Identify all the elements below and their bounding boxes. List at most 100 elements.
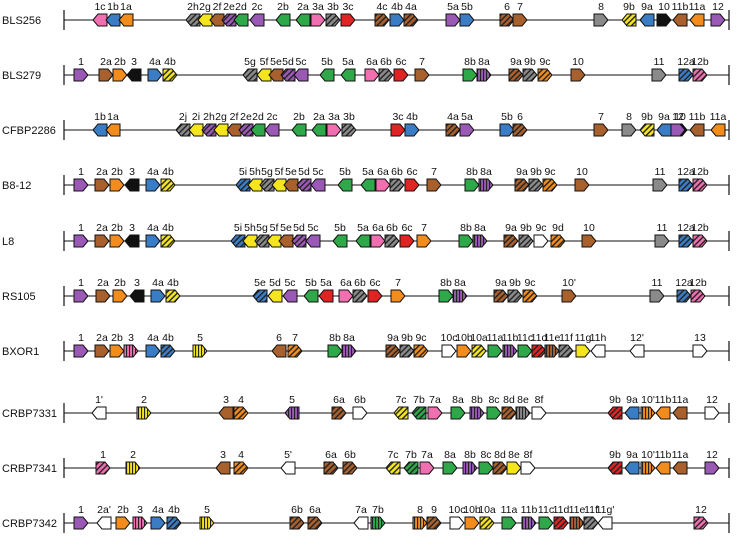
gene-label: 4b xyxy=(168,504,180,516)
gene-label: 8a xyxy=(444,449,456,461)
gene-label: 5a xyxy=(362,166,374,178)
gene-label: 10c xyxy=(449,504,466,516)
gene-label: 5d xyxy=(282,56,294,68)
strain-name: BLS279 xyxy=(2,70,41,82)
gene-arrow xyxy=(293,68,309,82)
gene-arrow xyxy=(147,68,163,82)
gene-arrow xyxy=(271,344,287,358)
gene-label: 5' xyxy=(284,449,292,461)
gene-label: 2 xyxy=(141,394,147,406)
gene-label: 11b xyxy=(655,449,672,461)
gene-arrow xyxy=(710,123,726,137)
gene-label: 3 xyxy=(137,504,143,516)
gene-arrow xyxy=(607,461,623,475)
gene-label: 9a xyxy=(387,332,399,344)
gene-arrow xyxy=(479,516,495,530)
gene-arrow xyxy=(464,516,480,530)
gene-arrow xyxy=(188,123,204,137)
gene-arrow xyxy=(375,178,391,192)
gene-arrow xyxy=(441,344,457,358)
gene-arrow xyxy=(384,234,400,248)
gene-label: 11 xyxy=(654,56,665,68)
gene-label: 6c xyxy=(406,166,417,178)
gene-label: 10' xyxy=(562,277,576,289)
gene-arrow xyxy=(426,516,442,530)
gene-label: 12a xyxy=(677,166,695,178)
gene-arrow xyxy=(162,68,178,82)
gene-arrow xyxy=(73,178,89,192)
gene-arrow xyxy=(92,123,108,137)
gene-arrow xyxy=(280,461,296,475)
gene-label: 4a xyxy=(447,111,459,123)
gene-arrow xyxy=(165,289,181,303)
gene-arrow xyxy=(389,178,405,192)
gene-label: 7c xyxy=(387,449,398,461)
gene-label: 11 xyxy=(652,277,663,289)
gene-label: 5b xyxy=(501,111,513,123)
gene-arrow xyxy=(704,406,720,420)
gene-label: 9b xyxy=(401,332,413,344)
gene-arrow xyxy=(639,123,655,137)
gene-arrow xyxy=(275,13,291,27)
gene-label: 11a xyxy=(710,111,727,123)
gene-label: 4b xyxy=(391,1,403,13)
gene-arrow xyxy=(215,461,231,475)
gene-label: 8e xyxy=(517,394,529,406)
gene-label: 6a xyxy=(325,449,337,461)
gene-arrow xyxy=(413,344,429,358)
gene-label: 7c xyxy=(395,394,406,406)
gene-label: 1 xyxy=(78,332,84,344)
gene-label: 11a xyxy=(672,394,689,406)
gene-label: 12a xyxy=(677,222,695,234)
gene-label: 2f xyxy=(230,111,239,123)
gene-arrow xyxy=(607,406,623,420)
gene-label: 6b xyxy=(354,394,366,406)
strain-name: CFBP2286 xyxy=(2,125,56,137)
gene-label: 11h xyxy=(590,332,607,344)
gene-label: 6a xyxy=(377,166,389,178)
gene-label: 9b xyxy=(530,166,542,178)
gene-arrow xyxy=(378,68,394,82)
gene-arrow xyxy=(73,516,89,530)
gene-label: 5d xyxy=(293,222,305,234)
gene-arrow xyxy=(150,289,166,303)
gene-label: 4b xyxy=(406,111,418,123)
gene-arrow xyxy=(399,234,415,248)
strain-name: B8-12 xyxy=(2,180,31,192)
gene-label: 8a xyxy=(454,277,466,289)
gene-label: 2g xyxy=(199,1,211,13)
gene-label: 7 xyxy=(421,222,427,234)
gene-arrow xyxy=(654,234,670,248)
gene-arrow xyxy=(517,344,533,358)
gene-arrow xyxy=(125,461,141,475)
gene-arrow xyxy=(515,406,531,420)
gene-label: 2a xyxy=(313,111,325,123)
gene-label: 7 xyxy=(395,277,401,289)
gene-label: 1 xyxy=(78,504,84,516)
gene-arrow xyxy=(303,289,319,303)
gene-arrow xyxy=(385,461,401,475)
gene-arrow xyxy=(512,123,528,137)
gene-label: 5g xyxy=(244,56,256,68)
gene-label: 10 xyxy=(576,166,588,178)
gene-arrow xyxy=(91,406,107,420)
gene-arrow xyxy=(538,516,554,530)
gene-label: 5e xyxy=(285,166,297,178)
gene-label: 11d xyxy=(553,504,570,516)
gene-label: 5 xyxy=(289,394,295,406)
gene-label: 8b xyxy=(464,449,476,461)
gene-arrow xyxy=(305,234,321,248)
gene-label: 11a xyxy=(689,1,706,13)
gene-label: 2d xyxy=(252,111,264,123)
gene-arrow xyxy=(340,13,356,27)
gene-arrow xyxy=(166,516,182,530)
gene-label: 11f xyxy=(559,332,573,344)
gene-label: 6b xyxy=(291,504,303,516)
gene-label: 7b xyxy=(372,504,384,516)
gene-label: 3 xyxy=(223,394,229,406)
gene-arrow xyxy=(360,178,376,192)
gene-label: 4c xyxy=(376,1,387,13)
gene-label: 4 xyxy=(238,394,244,406)
